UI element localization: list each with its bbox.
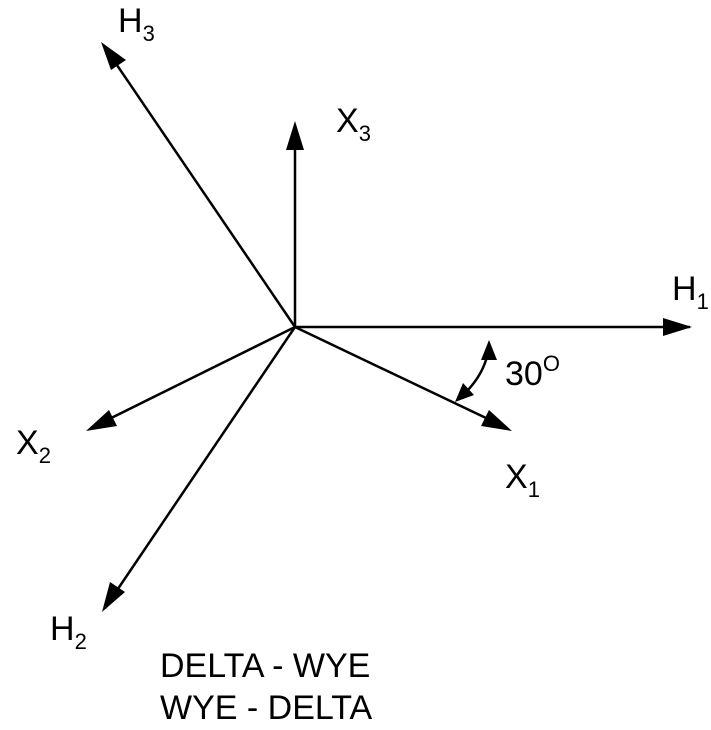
x2-label-letter: X [16, 424, 39, 462]
x2-label: X2 [16, 424, 51, 467]
x2-label-subscript: 2 [38, 443, 51, 468]
h3-label-subscript: 3 [142, 21, 155, 46]
h1-label-subscript: 1 [696, 289, 709, 314]
h1-label-letter: H [672, 270, 697, 308]
x2-arrowhead [86, 410, 117, 431]
h3-label: H3 [118, 2, 155, 45]
angle-value: 30 [505, 355, 543, 393]
x3-arrowhead [286, 121, 304, 150]
h2-arrowhead [102, 582, 125, 612]
h3-label-letter: H [118, 2, 143, 40]
angle-arc-arrow-bottom [455, 383, 474, 402]
h2-vector [103, 326, 297, 609]
h2-label-subscript: 2 [74, 629, 87, 654]
x3-label-subscript: 3 [358, 121, 371, 146]
h2-label-letter: H [50, 610, 75, 648]
angle-label: 30O [505, 353, 560, 393]
angle-arc-arrow-top [481, 340, 497, 360]
angle-degree-sign: O [542, 351, 560, 376]
x3-label: X3 [336, 102, 371, 145]
x1-label: X1 [505, 458, 540, 501]
x1-vector [294, 325, 508, 430]
h1-label: H1 [672, 270, 709, 313]
caption-line-1: DELTA - WYE [160, 647, 371, 685]
x1-arrowhead [481, 410, 512, 431]
h2-label: H2 [50, 610, 87, 653]
h1-arrowhead [663, 318, 692, 336]
caption-line-2: WYE - DELTA [160, 689, 373, 727]
x1-label-letter: X [505, 458, 528, 496]
h3-vector [102, 45, 297, 328]
x1-label-subscript: 1 [527, 477, 540, 502]
x2-vector [90, 325, 296, 430]
x3-label-letter: X [336, 102, 359, 140]
h3-arrowhead [101, 42, 126, 70]
